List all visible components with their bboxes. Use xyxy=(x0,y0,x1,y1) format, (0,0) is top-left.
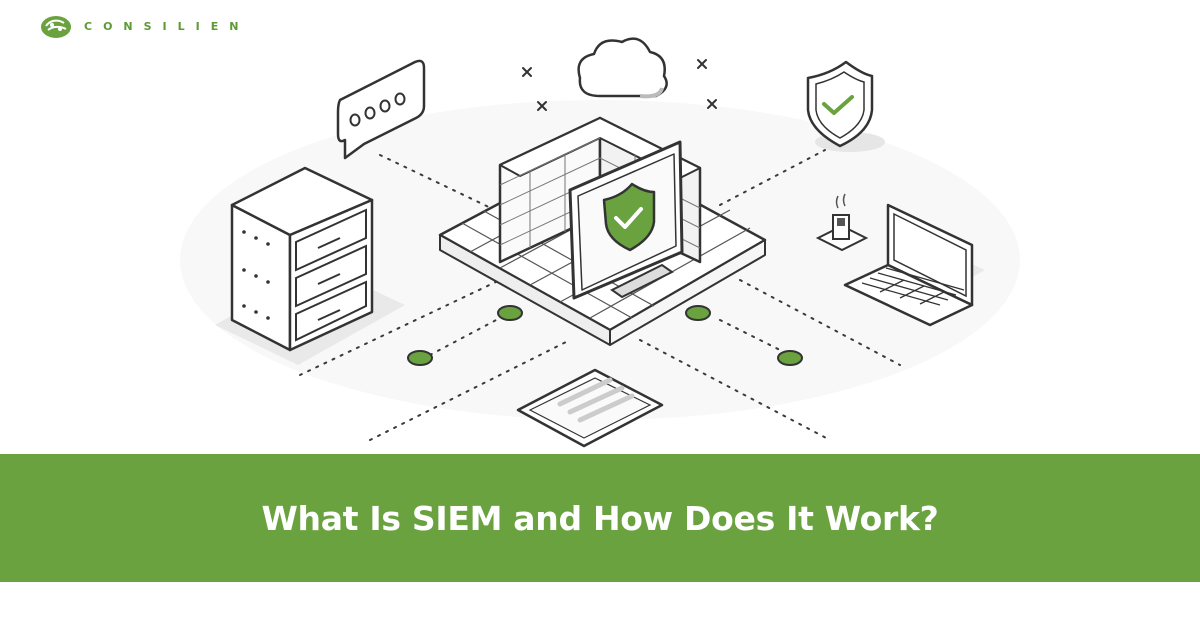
page-title: What Is SIEM and How Does It Work? xyxy=(261,498,939,538)
server-rack-icon xyxy=(215,166,405,365)
laptop-icon xyxy=(843,203,985,327)
footer-whitespace xyxy=(0,582,1200,630)
network-node-icon xyxy=(407,305,803,366)
title-banner: What Is SIEM and How Does It Work? xyxy=(0,454,1200,582)
shield-check-icon xyxy=(806,60,885,152)
consilien-logo-icon xyxy=(41,16,71,38)
monitor-shield-icon xyxy=(568,140,684,300)
brand-logo[interactable]: CONSILIEN xyxy=(40,12,249,40)
connection-lines xyxy=(299,149,901,441)
siem-illustration xyxy=(215,37,985,448)
chat-bubble-icon xyxy=(336,59,426,160)
cloud-icon xyxy=(577,37,668,99)
coffee-cup-icon xyxy=(815,193,869,252)
tablet-icon xyxy=(516,368,664,448)
brand-name: CONSILIEN xyxy=(84,19,250,33)
